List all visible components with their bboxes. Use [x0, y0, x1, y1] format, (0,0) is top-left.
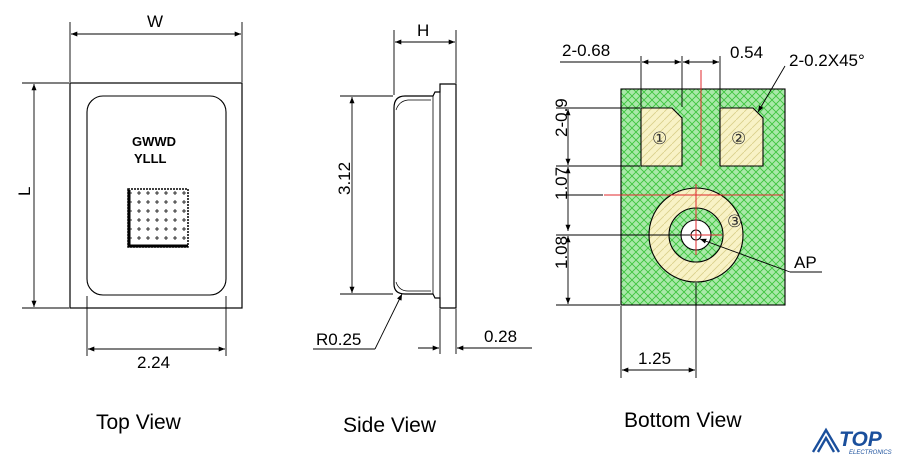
top-view-marking-line1: GWWD — [132, 134, 176, 149]
logo-brand: TOP — [839, 428, 883, 451]
bottom-view-caption: Bottom View — [624, 409, 742, 432]
bottom-view-dimension-pad-to-center: 1.07 — [552, 167, 690, 236]
bottom-view-center-to-edge-y-value: 1.08 — [552, 236, 571, 269]
bottom-view-ap-label: AP — [794, 253, 817, 272]
top-view-datamatrix-code — [127, 188, 189, 248]
top-view-dimension-l: L — [15, 82, 69, 309]
bottom-view-dimension-chamfer: 2-0.2X45° — [757, 51, 865, 113]
top-view-marking-line2: YLLL — [134, 151, 167, 166]
top-view-dimension-w: W — [69, 12, 243, 82]
side-view-dimension-h: H — [393, 21, 457, 95]
bottom-view: ① ② ③ 2-0.68 0.54 2-0.2X45° — [552, 41, 865, 432]
side-view-caption: Side View — [343, 414, 437, 437]
side-view-body — [393, 83, 457, 309]
side-view: H 3.12 R0.25 0.28 Side View — [313, 21, 532, 437]
side-view-height-label: H — [417, 21, 429, 40]
bottom-view-pad-gap-value: 0.54 — [730, 43, 763, 62]
top-view-width-label: W — [147, 12, 163, 31]
bottom-view-pin-3-label: ③ — [727, 212, 742, 232]
bottom-view-dimension-center-to-edge-x: 1.25 — [620, 283, 697, 378]
logo-sub: ELECTRONICS — [849, 450, 892, 456]
side-view-dimension-base: 0.28 — [418, 309, 532, 354]
bottom-view-pad-to-center-value: 1.07 — [552, 167, 571, 200]
top-electronics-logo: TOP ELECTRONICS — [811, 427, 892, 456]
side-view-radius-value: R0.25 — [316, 330, 361, 349]
side-view-dimension-body-height: 3.12 — [335, 95, 393, 295]
top-view-inner-width-value: 2.24 — [137, 353, 170, 372]
bottom-view-center-to-edge-x-value: 1.25 — [638, 349, 671, 368]
top-view-caption: Top View — [96, 411, 182, 434]
logo-icon — [811, 427, 841, 453]
top-view-length-label: L — [15, 187, 34, 196]
bottom-view-pad-height-value: 2-0.9 — [552, 98, 571, 137]
bottom-view-ap-callout: AP — [699, 238, 822, 273]
bottom-view-dimension-center-to-edge-y: 1.08 — [552, 236, 620, 306]
bottom-view-pad-1 — [640, 107, 683, 167]
side-view-dimension-radius: R0.25 — [313, 293, 403, 350]
top-view: W L 2.24 GWWD YLLL Top View — [15, 12, 243, 434]
bottom-view-pad-2 — [719, 107, 764, 167]
bottom-view-pin-1-label: ① — [652, 129, 667, 149]
side-view-base-thickness-value: 0.28 — [484, 327, 517, 346]
bottom-view-pad-width-value: 2-0.68 — [562, 41, 610, 60]
bottom-view-chamfer-value: 2-0.2X45° — [789, 51, 865, 70]
bottom-view-pin-2-label: ② — [731, 129, 746, 149]
bottom-view-dimension-pad-width: 2-0.68 — [560, 41, 721, 107]
side-view-body-height-value: 3.12 — [335, 162, 354, 195]
top-view-dimension-inner-width: 2.24 — [86, 296, 227, 372]
bottom-view-dimension-pad-gap: 0.54 — [683, 43, 763, 65]
bottom-view-dimension-pad-height: 2-0.9 — [552, 98, 640, 167]
top-view-body — [69, 82, 243, 309]
